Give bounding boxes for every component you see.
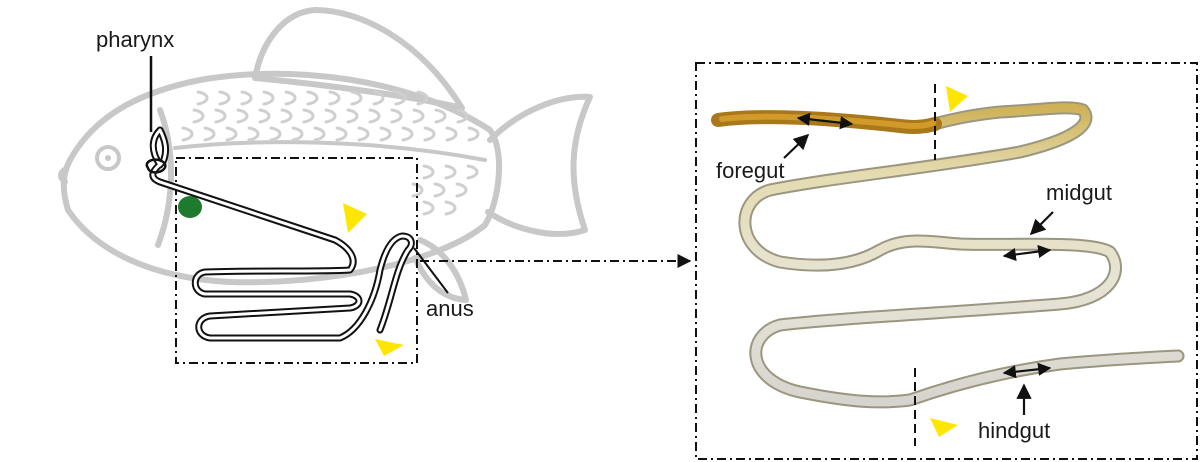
fish-scale	[218, 90, 231, 106]
fish-scale	[181, 126, 194, 142]
foregut-label: foregut	[716, 158, 785, 183]
fish-scale	[433, 182, 446, 198]
inset-region-box	[175, 157, 418, 364]
fish-scale	[422, 164, 435, 180]
foregut-pointer	[783, 133, 810, 159]
marker-triangle-foregut-midgut-fish	[343, 203, 367, 233]
fish-scale	[192, 108, 205, 124]
fish-scale	[390, 108, 403, 124]
fish-scale	[394, 90, 407, 106]
fish-scale	[269, 126, 282, 142]
marker-triangle-midgut-hindgut-photo	[930, 418, 958, 437]
fish-scale	[368, 108, 381, 124]
fish-illustration	[58, 7, 593, 303]
fish-scale	[372, 90, 385, 106]
fish-body	[60, 70, 502, 286]
gut-schematic-inner	[151, 128, 413, 340]
tail-fin	[485, 93, 593, 237]
fish-pupil	[105, 155, 111, 161]
fish-scale	[262, 90, 275, 106]
hindgut-label: hindgut	[978, 418, 1050, 443]
hindgut-span-arrow	[1002, 362, 1052, 379]
fish-scale	[240, 90, 253, 106]
fish-scale	[196, 90, 209, 106]
fish-eye	[95, 145, 121, 171]
fish-scale	[434, 108, 447, 124]
pharynx-loop	[145, 158, 167, 174]
gland-spot	[178, 196, 202, 218]
fish-scale	[335, 126, 348, 142]
fish-scale	[284, 90, 297, 106]
fish-scale	[412, 108, 425, 124]
fish-scale	[306, 90, 319, 106]
fish-scale	[379, 126, 392, 142]
fish-scale	[456, 108, 469, 124]
photo-panel-frame	[695, 62, 1198, 460]
marker-triangle-foregut-midgut-photo	[946, 86, 968, 112]
dorsal-fin	[252, 7, 465, 111]
gut-tube	[713, 103, 1183, 407]
gut-schematic-outer	[149, 126, 415, 342]
fish-scale	[280, 108, 293, 124]
fish-scale	[247, 126, 260, 142]
fish-scale	[357, 126, 370, 142]
dissected-gut	[711, 101, 1185, 409]
gill-arc	[155, 107, 174, 248]
fish-scale	[203, 126, 216, 142]
anus-leader	[413, 247, 449, 294]
fish-scale	[444, 164, 457, 180]
fish-scale	[328, 90, 341, 106]
fish-scale	[466, 164, 479, 180]
fish-scale	[236, 108, 249, 124]
foregut-span-arrow	[796, 112, 854, 130]
fish-scale	[455, 182, 468, 198]
midgut-pointer	[1029, 211, 1054, 236]
lateral-line	[173, 140, 487, 162]
fish-scale	[313, 126, 326, 142]
fish-scale	[467, 126, 480, 142]
fish-scale	[416, 90, 429, 106]
foregut-highlight	[719, 113, 936, 130]
fish-scale	[346, 108, 359, 124]
midgut-label: midgut	[1046, 180, 1112, 205]
fish-scale	[302, 108, 315, 124]
fish-scale	[444, 200, 457, 216]
fish-scale	[401, 126, 414, 142]
fish-scale	[422, 200, 435, 216]
anus-label: anus	[426, 296, 474, 321]
fish-scale	[258, 108, 271, 124]
midgut-span-arrow	[1002, 244, 1052, 262]
fish-scale	[291, 126, 304, 142]
fish-scale	[214, 108, 227, 124]
pharynx-label: pharynx	[96, 27, 174, 52]
fish-mouth	[58, 166, 68, 184]
fish-scale	[324, 108, 337, 124]
fish-scale	[225, 126, 238, 142]
fish-scale	[445, 126, 458, 142]
fish-scale	[411, 182, 424, 198]
marker-triangle-midgut-hindgut-fish	[375, 339, 404, 356]
fish-scales	[181, 90, 480, 216]
fish-scale	[423, 126, 436, 142]
gut-schematic	[145, 126, 415, 342]
anal-fin	[412, 237, 469, 303]
fish-scale	[350, 90, 363, 106]
